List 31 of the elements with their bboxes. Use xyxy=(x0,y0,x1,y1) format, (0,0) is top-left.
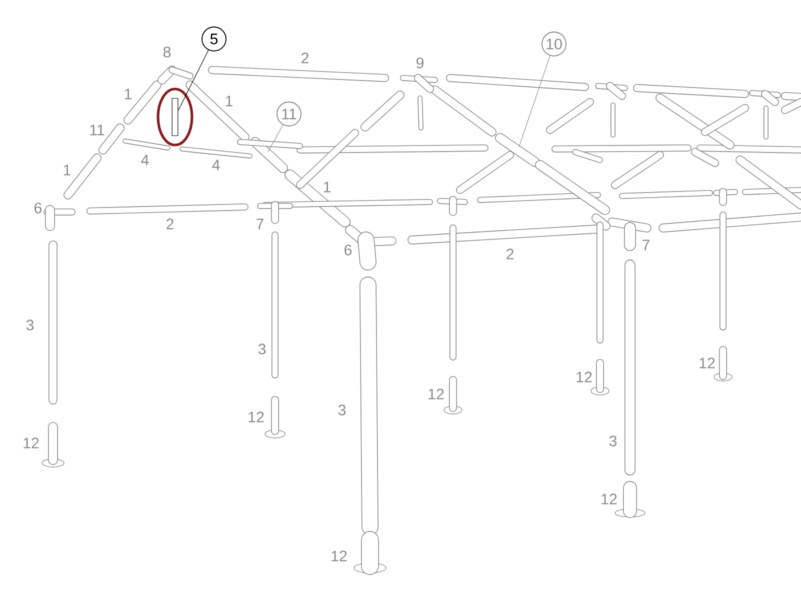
part-number: 12 xyxy=(602,494,617,504)
part-number: 12 xyxy=(248,412,264,422)
part-number: 11 xyxy=(90,124,104,136)
part-number: 3 xyxy=(26,320,34,330)
part-number: 9 xyxy=(416,58,424,68)
part-number: 4 xyxy=(212,160,220,170)
part-number: 12 xyxy=(700,358,715,368)
leader-line xyxy=(518,56,550,148)
leader-line xyxy=(178,50,209,111)
part-number: 12 xyxy=(24,438,39,448)
part-number: 12 xyxy=(428,388,444,400)
bracket xyxy=(172,98,178,136)
part-number: 1 xyxy=(64,164,70,176)
part-number: 1 xyxy=(124,88,132,100)
part-number: 7 xyxy=(256,218,264,230)
part-number: 1 xyxy=(226,96,232,106)
part-number: 3 xyxy=(609,436,617,446)
part-number: 12 xyxy=(332,550,347,562)
part-number: 2 xyxy=(166,218,174,230)
part-number: 6 xyxy=(34,202,42,214)
part-number: 1 xyxy=(324,182,330,192)
part-number: 3 xyxy=(258,344,266,354)
part-number: 12 xyxy=(576,372,592,382)
part-number: 2 xyxy=(506,248,514,260)
part-number: 6 xyxy=(344,244,352,256)
part-number: 2 xyxy=(302,52,308,64)
part-number: 4 xyxy=(141,154,149,166)
part-number: 8 xyxy=(163,46,171,58)
part-number: 3 xyxy=(338,404,346,416)
leader-line xyxy=(268,124,284,152)
part-number: 7 xyxy=(642,240,650,250)
